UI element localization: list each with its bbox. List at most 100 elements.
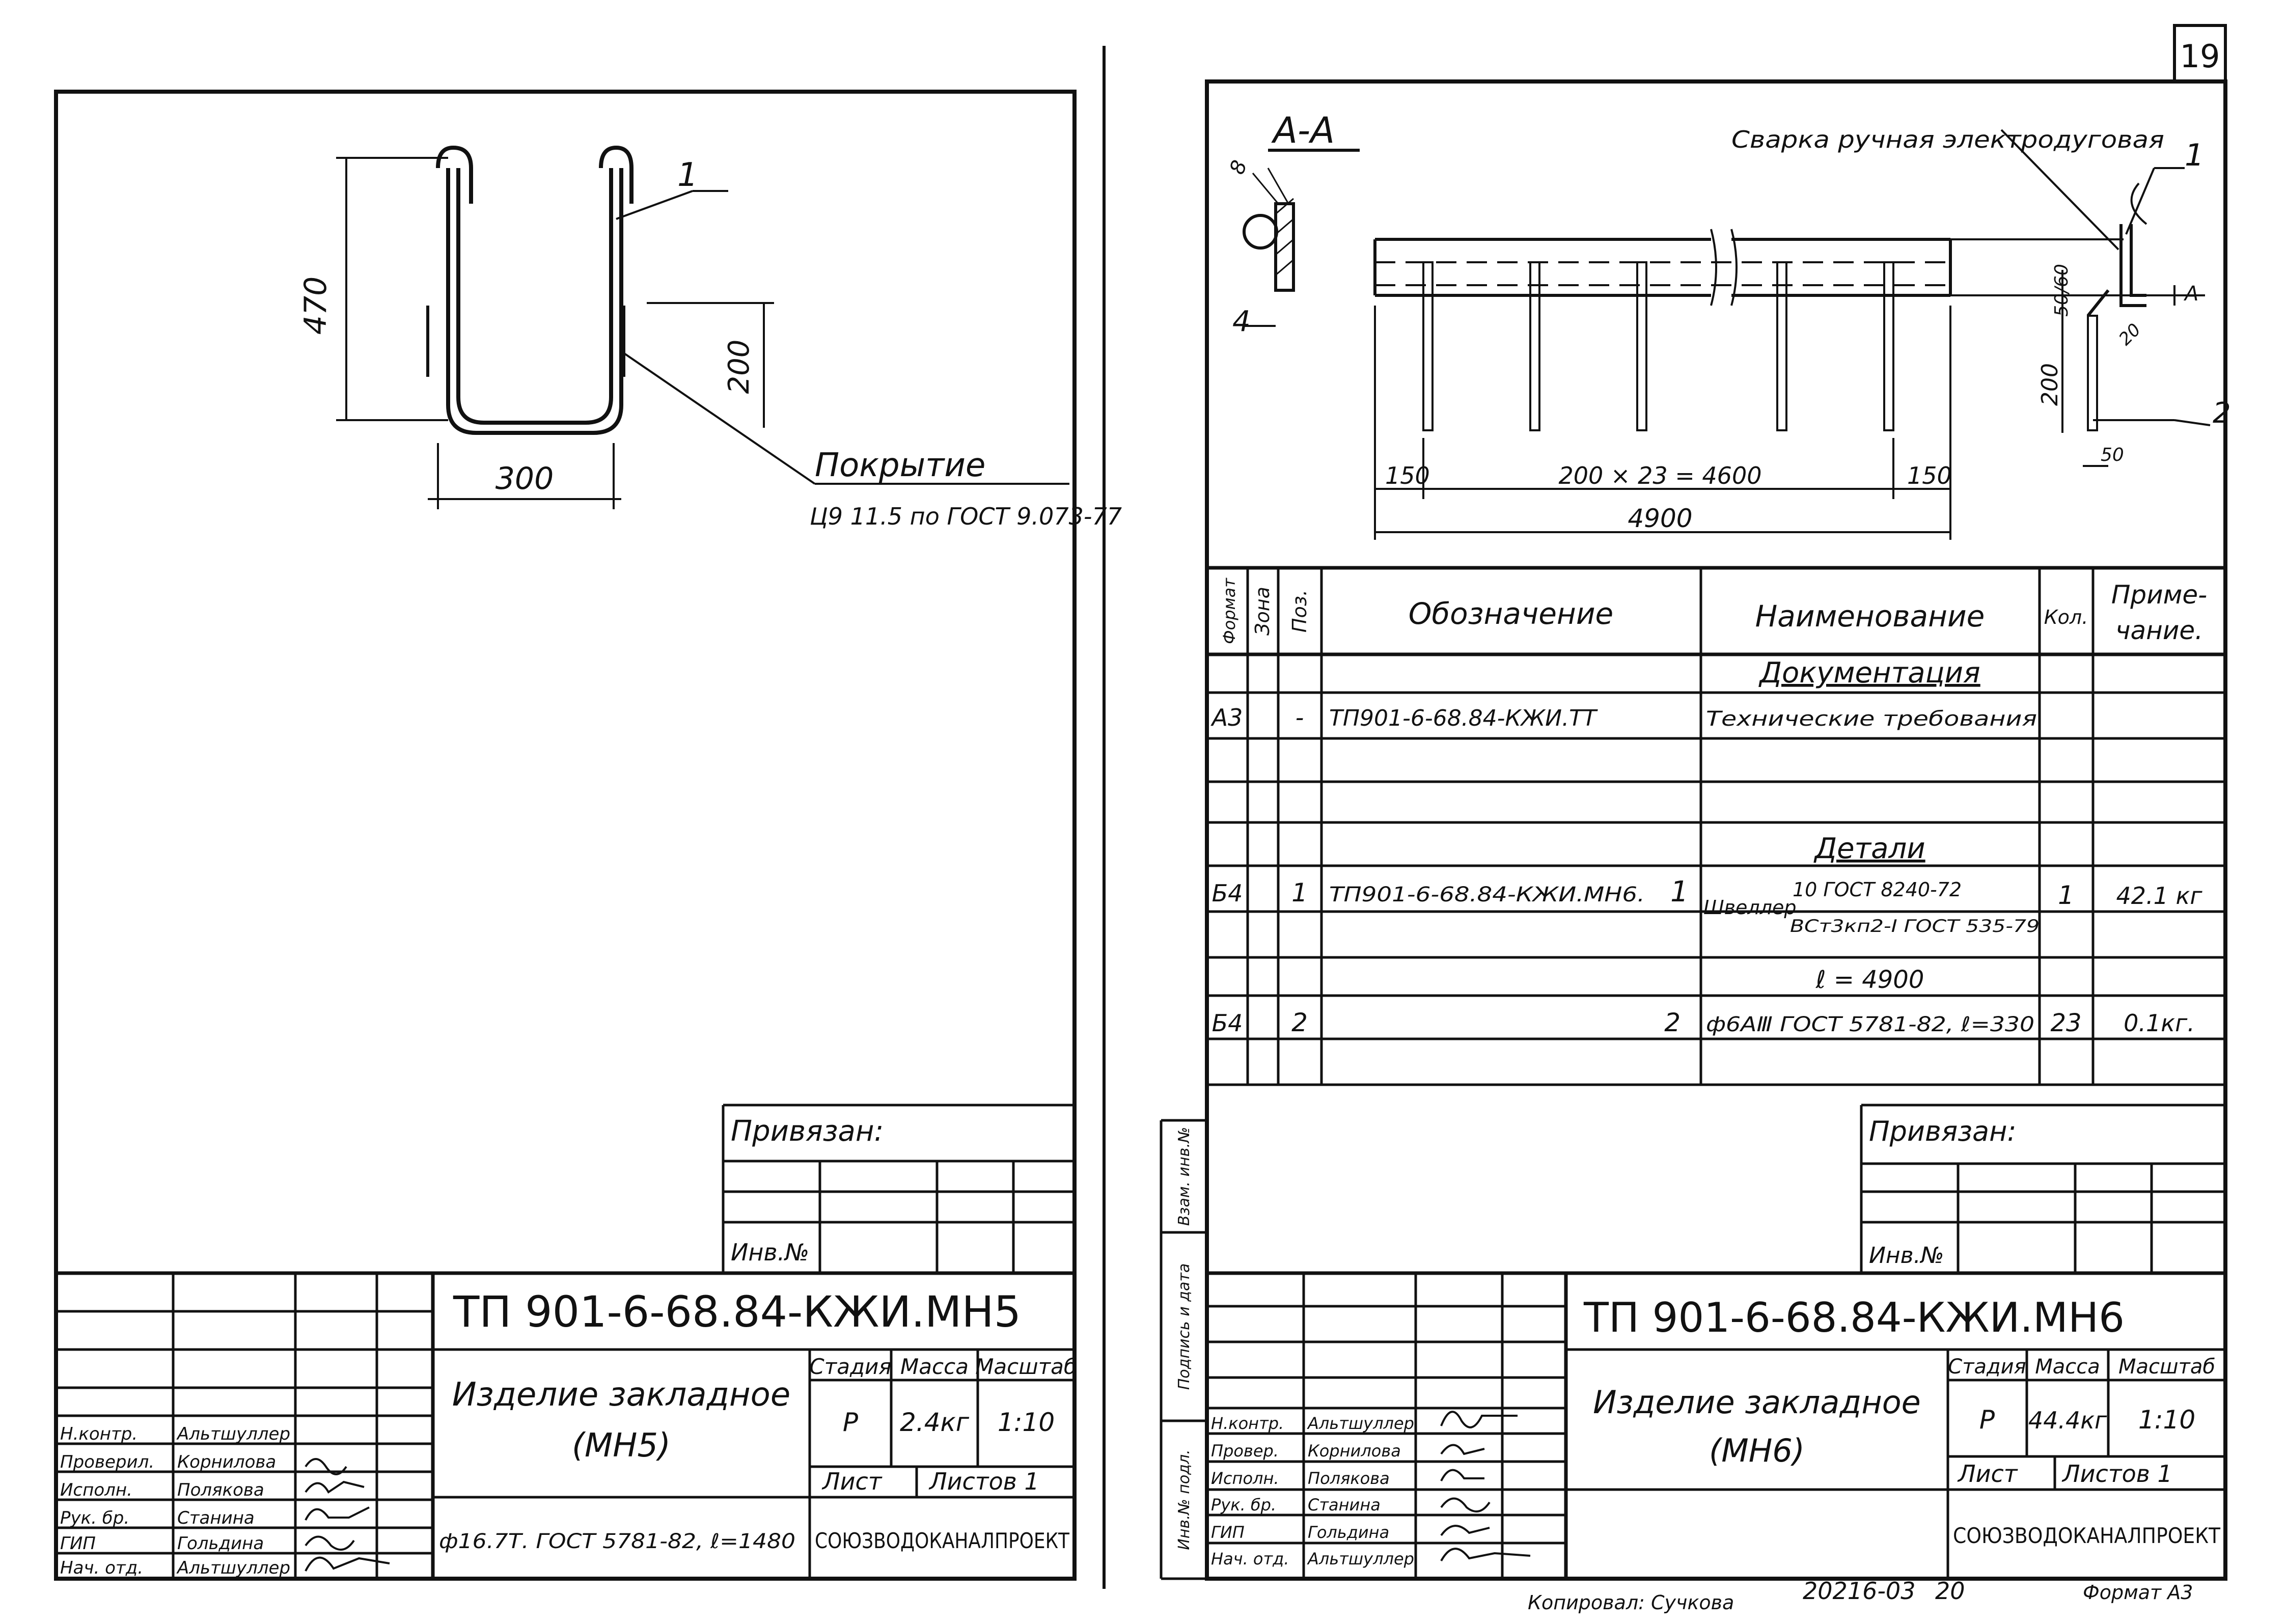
left-name-1: Корнилова [177, 1452, 276, 1472]
footer-doc-number: 20216-03 [1803, 1577, 1915, 1605]
left-dimension-lines [336, 157, 1069, 509]
right-name-4: Гольдина [1308, 1523, 1389, 1542]
left-roles: Н.контр. Альтшуллер Проверил. Корнилова … [60, 1424, 290, 1578]
left-material: ф16.7Т. ГОСТ 5781-82, ℓ=1480 [439, 1530, 795, 1553]
dim-total: 4900 [1628, 504, 1692, 533]
row1-pos: 1 [1291, 878, 1308, 907]
left-drawing-title: ТП 901-6-68.84-КЖИ.МН5 [453, 1287, 1021, 1337]
left-org: СОЮЗВОДОКАНАЛПРОЕКТ [815, 1528, 1069, 1553]
right-role-0: Н.контр. [1211, 1414, 1284, 1433]
left-dim-width: 300 [495, 461, 554, 497]
right-role-5: Нач. отд. [1211, 1549, 1289, 1568]
left-stamp-grid [56, 1104, 1075, 1579]
right-product-line1: Изделие закладное [1593, 1384, 1921, 1421]
right-sheet-frame [1205, 79, 2227, 1581]
row1-designation: ТП901-6-68.84-КЖИ.МН6. [1329, 883, 1645, 906]
right-scale-header: Масштаб [2118, 1355, 2215, 1379]
left-mass: 2.4кг [900, 1408, 970, 1437]
left-product-line2: (МН5) [572, 1427, 671, 1465]
section-mark: А [2183, 282, 2198, 306]
th-note-2: чание. [2115, 616, 2203, 645]
left-dim-height: 470 [298, 277, 334, 335]
left-role-4: ГИП [60, 1533, 96, 1554]
right-role-3: Рук. бр. [1211, 1495, 1276, 1515]
left-sheets-label: Листов 1 [928, 1468, 1039, 1495]
right-bound-label: Привязан: [1869, 1115, 2017, 1147]
left-role-5: Нач. отд. [60, 1558, 143, 1578]
row1-length: ℓ = 4900 [1815, 966, 1924, 994]
left-signatures [305, 1458, 390, 1572]
left-role-0: Н.контр. [60, 1424, 137, 1444]
right-pos4: 4 [1232, 305, 1251, 338]
th-format: Формат [1220, 577, 1239, 644]
row2-qty: 23 [2050, 1009, 2081, 1037]
row1-format: Б4 [1212, 879, 1243, 907]
left-sheet-frame [54, 90, 1077, 1581]
dim-50: 50 [2101, 445, 2124, 465]
section-parts: Детали [1813, 832, 1925, 865]
channel-elevation [1373, 229, 1952, 431]
right-stage-header: Стадия [1948, 1355, 2026, 1379]
right-sheets-label: Листов 1 [2061, 1460, 2172, 1488]
left-scale: 1:10 [998, 1408, 1055, 1437]
th-qty: Кол. [2044, 606, 2088, 628]
page-number-box [2173, 24, 2227, 83]
left-coating-spec: Ц9 11.5 по ГОСТ 9.073-77 [810, 503, 1122, 530]
right-mass-header: Масса [2035, 1355, 2100, 1379]
right-name-2: Полякова [1308, 1469, 1390, 1488]
right-stamp-grid [1160, 1104, 2225, 1580]
right-mass: 44.4кг [2028, 1407, 2107, 1434]
right-name-3: Станина [1308, 1495, 1381, 1515]
left-name-4: Гольдина [177, 1533, 264, 1554]
right-stage: Р [1979, 1405, 1995, 1435]
right-pos1: 1 [2185, 137, 2204, 173]
right-name-0: Альтшуллер [1307, 1414, 1414, 1433]
right-role-2: Исполн. [1211, 1469, 1279, 1488]
th-pos: Поз. [1288, 590, 1311, 632]
dim-8: 8 [1225, 157, 1252, 178]
right-sheet-label: Лист [1957, 1460, 2018, 1488]
docs-name: Технические требования [1706, 707, 2037, 731]
right-signatures [1440, 1411, 1531, 1561]
page-number: 19 [2180, 38, 2220, 75]
footer-sheet: 20 [1935, 1577, 1965, 1605]
left-role-1: Проверил. [60, 1452, 154, 1472]
dim-edge-right: 150 [1907, 462, 1952, 489]
left-sheet-label: Лист [821, 1468, 883, 1495]
left-product-line1: Изделие закладное [452, 1376, 790, 1414]
left-scale-header: Масштаб [975, 1354, 1077, 1379]
left-name-5: Альтшуллер [176, 1558, 290, 1578]
left-stage-header: Стадия [809, 1354, 891, 1379]
th-name: Наименование [1755, 599, 1985, 634]
section-a-a-drawing [1243, 149, 1360, 327]
dim-edge-left: 150 [1385, 462, 1430, 489]
row1-note: 42.1 кг [2116, 882, 2203, 910]
dim-50-60: 50/60 [2051, 264, 2072, 317]
right-roles: Н.контр. Альтшуллер Провер. Корнилова Ис… [1211, 1414, 1414, 1568]
footer-format: Формат А3 [2083, 1581, 2193, 1604]
docs-format: А3 [1210, 704, 1243, 731]
left-stage: Р [843, 1408, 859, 1437]
left-name-2: Полякова [177, 1480, 264, 1500]
right-role-4: ГИП [1211, 1523, 1245, 1542]
right-role-1: Провер. [1211, 1441, 1279, 1461]
th-note-1: Приме- [2111, 580, 2207, 610]
dim-middle: 200 × 23 = 4600 [1559, 462, 1762, 489]
left-role-2: Исполн. [60, 1480, 132, 1500]
spec-table-grid [1207, 566, 2225, 1086]
right-pos2: 2 [2213, 397, 2231, 430]
row1-qty: 1 [2058, 880, 2074, 910]
th-zone: Зона [1251, 587, 1274, 636]
row1-name-a: Швеллер [1703, 896, 1797, 919]
left-bound-label: Привязан: [731, 1115, 884, 1148]
dim-20: 20 [2115, 319, 2145, 349]
th-designation: Обозначение [1409, 596, 1613, 631]
docs-designation: ТП901-6-68.84-КЖИ.ТТ [1329, 705, 1598, 731]
footer-copied: Копировал: Сучкова [1528, 1591, 1734, 1614]
left-pos-label: 1 [677, 156, 698, 194]
row2-name: ф6АⅢ ГОСТ 5781-82, ℓ=330 [1706, 1013, 2034, 1036]
row1-name-c: ВСт3кп2-I ГОСТ 535-79 [1790, 916, 2040, 937]
u-bar-drawing [426, 145, 634, 435]
right-drawing-title: ТП 901-6-68.84-КЖИ.МН6 [1583, 1294, 2125, 1341]
